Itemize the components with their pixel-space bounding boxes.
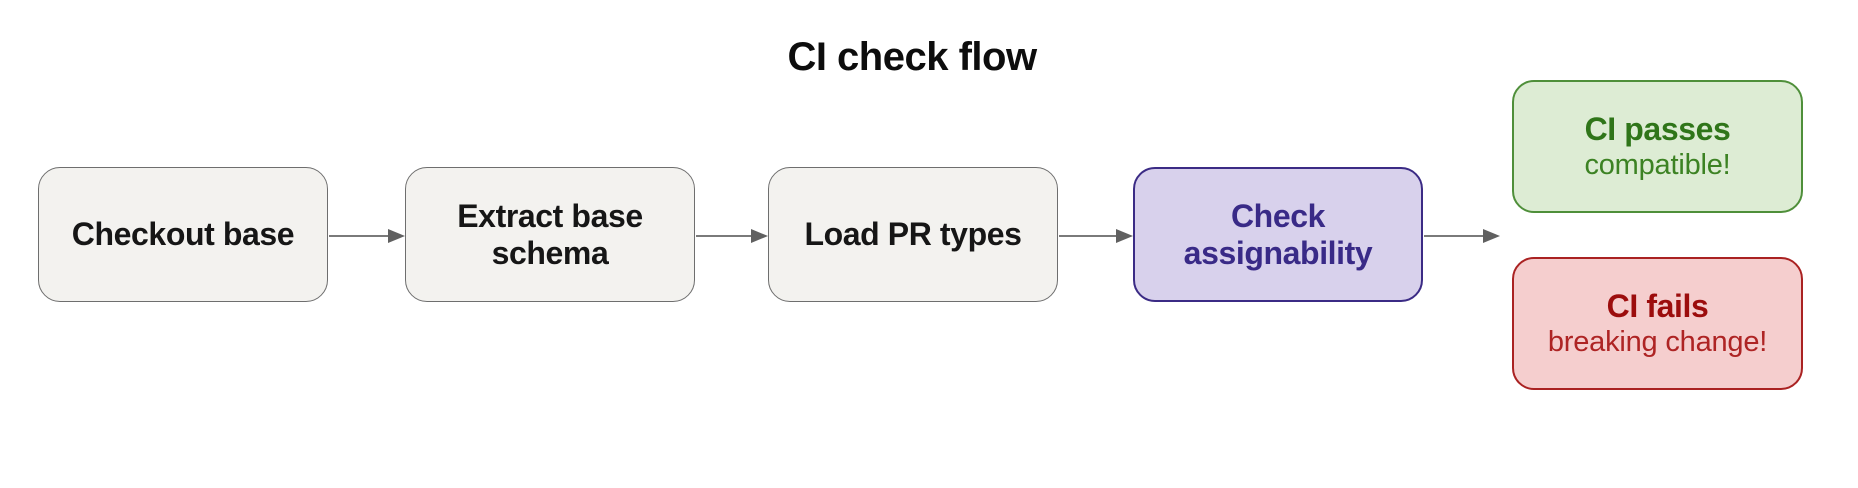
node-ci-passes: CI passes compatible! xyxy=(1512,80,1803,213)
arrow-connector-2 xyxy=(696,229,768,243)
arrowhead-right-icon xyxy=(388,229,405,243)
outcome-sublabel: compatible! xyxy=(1584,148,1731,181)
node-label: Checkout base xyxy=(71,216,295,252)
node-label: Extract base schema xyxy=(457,197,643,271)
node-label: Check assignability xyxy=(1183,197,1373,271)
arrow-connector-3 xyxy=(1059,229,1133,243)
arrow-connector-1 xyxy=(329,229,405,243)
outcome-sublabel: breaking change! xyxy=(1547,325,1768,358)
arrowhead-right-icon xyxy=(751,229,768,243)
node-ci-fails: CI fails breaking change! xyxy=(1512,257,1803,390)
outcome-label: CI fails xyxy=(1606,287,1709,324)
arrow-shaft xyxy=(696,234,754,238)
arrow-shaft xyxy=(1059,234,1119,238)
arrowhead-right-icon xyxy=(1483,229,1500,243)
node-load-pr-types: Load PR types xyxy=(768,167,1058,302)
arrowhead-right-icon xyxy=(1116,229,1133,243)
arrow-connector-4 xyxy=(1424,229,1500,243)
node-extract-base-schema: Extract base schema xyxy=(405,167,695,302)
arrow-shaft xyxy=(329,234,391,238)
arrow-shaft xyxy=(1424,234,1486,238)
node-checkout-base: Checkout base xyxy=(38,167,328,302)
node-label: Load PR types xyxy=(804,216,1022,252)
node-check-assignability: Check assignability xyxy=(1133,167,1423,302)
diagram-title: CI check flow xyxy=(787,35,1037,79)
outcome-label: CI passes xyxy=(1584,110,1731,147)
